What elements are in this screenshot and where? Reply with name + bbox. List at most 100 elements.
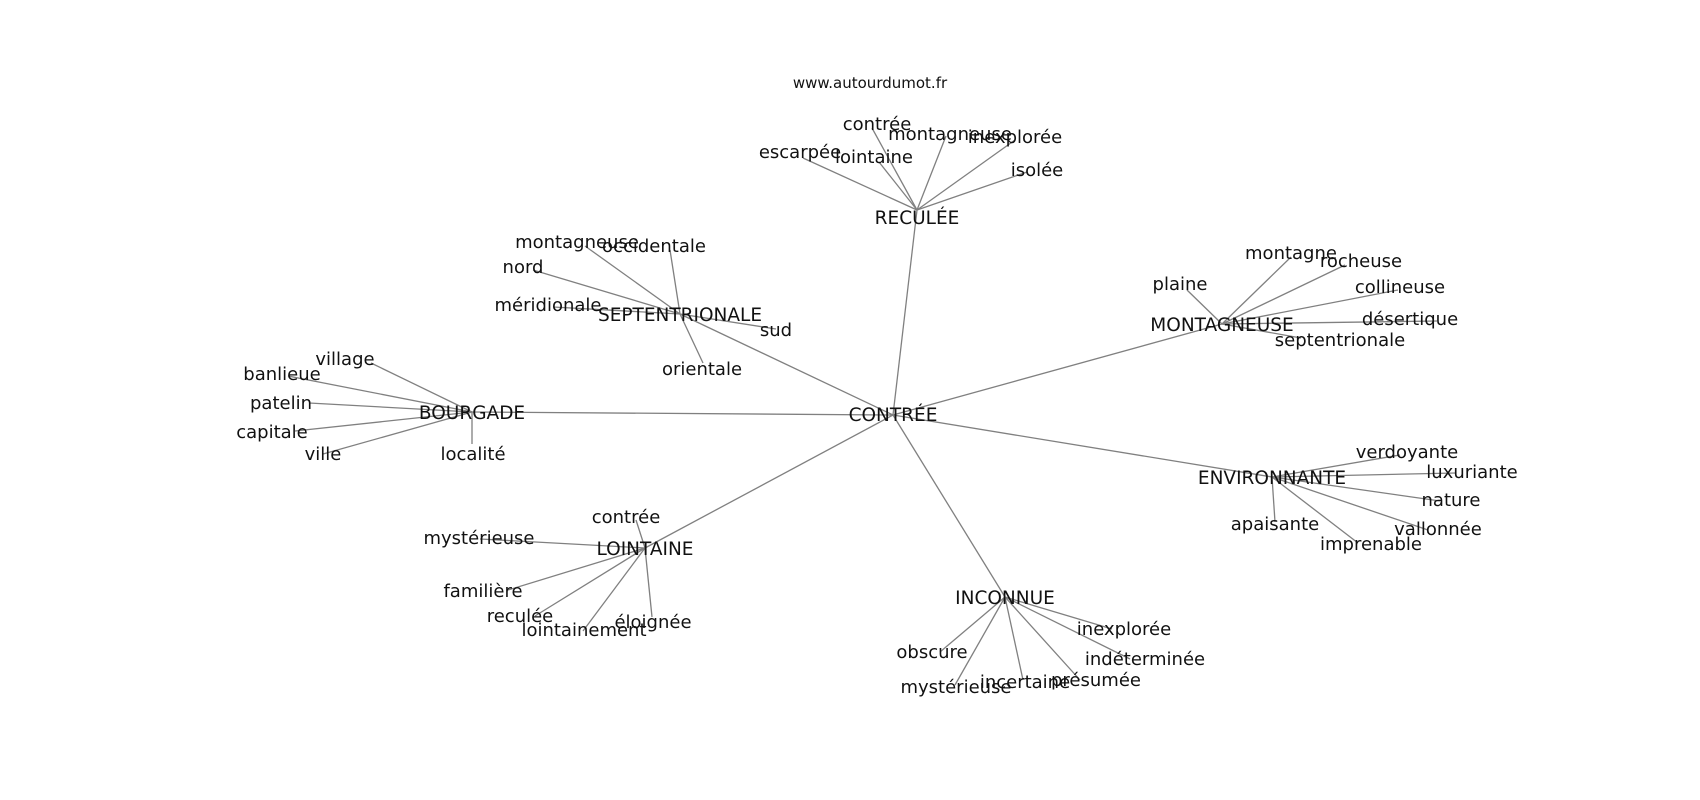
word-node: capitale [236, 422, 308, 443]
edge-hub-to-word [479, 538, 646, 549]
edge-hub-to-word [1271, 476, 1429, 531]
edge-hub-to-word [878, 161, 918, 211]
edge-hub-to-word [507, 547, 646, 591]
word-node: montagne [1245, 243, 1337, 264]
edge-hub-to-word [939, 596, 1006, 653]
edge-hub-to-word [1004, 596, 1024, 681]
edge-hub-to-word [916, 171, 1028, 211]
word-node: imprenable [1320, 534, 1422, 555]
edge-hub-to-word [1221, 256, 1292, 325]
edge-hub-to-word [1004, 596, 1131, 660]
word-node: inexplorée [968, 127, 1062, 148]
edge-hub-to-word [1221, 264, 1346, 325]
word-node: montagneuse [515, 232, 639, 253]
hub-node: ENVIRONNANTE [1198, 468, 1346, 489]
edge-hub-to-word [916, 135, 947, 211]
word-node: village [315, 349, 374, 370]
edge-hub-to-word [669, 249, 681, 315]
word-node: obscure [896, 642, 967, 663]
hub-node: INCONNUE [955, 588, 1055, 609]
hub-node: RECULÉE [875, 207, 960, 229]
word-node: nord [503, 257, 544, 278]
edge-hub-to-word [1221, 289, 1399, 325]
word-node: rocheuse [1320, 251, 1402, 272]
word-node: collineuse [1355, 277, 1445, 298]
edge-hub-to-word [1221, 323, 1302, 339]
word-node: familière [443, 581, 522, 602]
hub-node: MONTAGNEUSE [1150, 315, 1293, 336]
word-node: verdoyante [1356, 442, 1458, 463]
word-node: montagneuse [888, 124, 1012, 145]
edge-hub-to-word [1221, 320, 1438, 325]
word-node: lointaine [835, 147, 913, 168]
word-node: escarpée [759, 142, 841, 163]
edge-center-to-hub [679, 313, 894, 416]
labels-layer: www.autourdumot.fr escarpéecontréelointa… [236, 74, 1517, 698]
word-node: occidentale [602, 236, 706, 257]
edge-hub-to-word [1186, 289, 1223, 325]
edge-hub-to-word [1004, 596, 1113, 630]
edge-center-to-hub [892, 209, 918, 416]
edge-center-to-hub [471, 411, 894, 416]
edge-hub-to-word [916, 139, 1016, 211]
edge-hub-to-word [584, 245, 681, 315]
edge-hub-to-word [635, 519, 646, 549]
word-node: banlieue [243, 364, 320, 385]
edge-hub-to-word [871, 127, 918, 211]
edge-hub-to-word [308, 402, 473, 413]
word-node: ville [305, 444, 342, 465]
edge-center-to-hub [892, 414, 1006, 598]
edge-hub-to-word [370, 362, 473, 413]
hub-node: BOURGADE [419, 403, 525, 424]
word-node: septentrionale [1275, 330, 1405, 351]
word-node: contrée [592, 507, 661, 528]
edge-hub-to-word [1004, 596, 1081, 681]
edge-hub-to-word [552, 306, 681, 315]
word-node: apaisante [1231, 514, 1319, 535]
edge-hub-to-word [1271, 476, 1276, 523]
word-node: contrée [843, 114, 912, 135]
edge-hub-to-word [582, 547, 646, 632]
word-node: incertaine [980, 672, 1070, 693]
word-node: méridionale [495, 295, 602, 316]
word-node: inexplorée [1077, 619, 1171, 640]
edge-center-to-hub [644, 414, 894, 549]
edge-hub-to-word [802, 157, 918, 211]
edge-hub-to-word [1271, 476, 1359, 544]
word-node: sud [760, 320, 792, 341]
word-node: localité [440, 444, 505, 465]
edges-layer [287, 127, 1457, 686]
word-node: isolée [1011, 160, 1064, 181]
word-node: patelin [250, 393, 312, 414]
word-node: nature [1422, 490, 1481, 511]
edge-hub-to-word [644, 547, 653, 618]
word-node: orientale [662, 359, 742, 380]
edge-center-to-hub [892, 323, 1223, 416]
word-node: plaine [1153, 274, 1208, 295]
word-node: mystérieuse [423, 528, 534, 549]
edge-hub-to-word [534, 547, 646, 617]
word-node: luxuriante [1426, 462, 1517, 483]
edge-hub-to-word [294, 411, 473, 432]
word-node: lointainement [521, 620, 646, 641]
word-node: présumée [1051, 670, 1141, 691]
edge-hub-to-word [287, 375, 473, 413]
word-node: désertique [1362, 309, 1458, 330]
edge-hub-to-word [322, 411, 473, 455]
hub-node: LOINTAINE [596, 539, 693, 560]
center-node: CONTRÉE [849, 404, 938, 426]
edge-center-to-hub [892, 414, 1273, 478]
source-watermark: www.autourdumot.fr [793, 74, 948, 92]
edge-hub-to-word [679, 313, 704, 364]
edge-hub-to-word [1271, 476, 1441, 502]
word-node: éloignée [614, 612, 691, 633]
edge-hub-to-word [679, 313, 777, 330]
word-node: vallonnée [1394, 519, 1482, 540]
hub-node: SEPTENTRIONALE [598, 305, 762, 326]
word-node: mystérieuse [900, 677, 1011, 698]
word-node: reculée [487, 606, 554, 627]
edge-hub-to-word [1271, 454, 1401, 478]
edge-hub-to-word [532, 269, 681, 315]
edge-hub-to-word [954, 596, 1006, 686]
